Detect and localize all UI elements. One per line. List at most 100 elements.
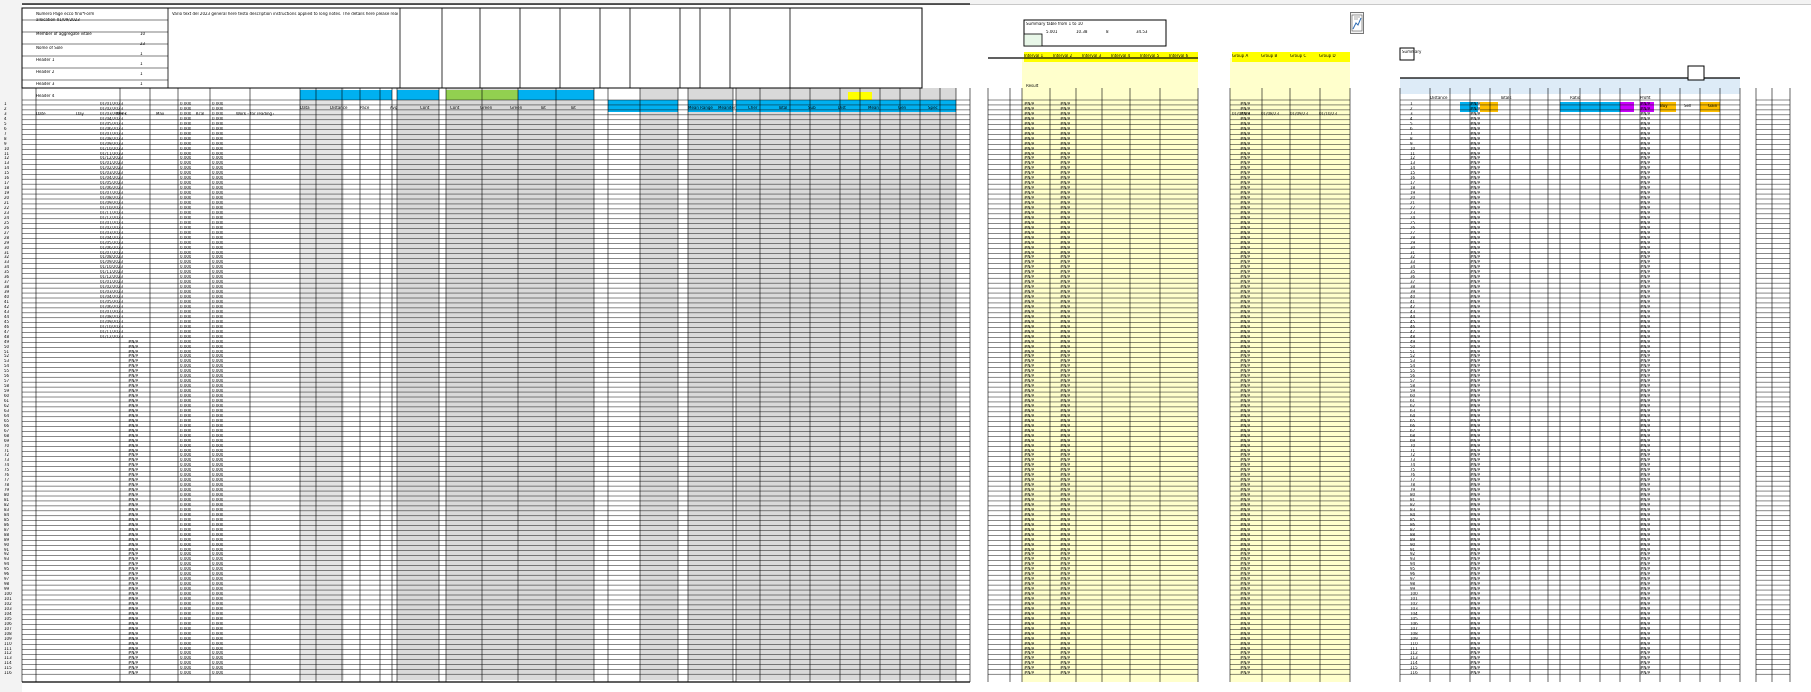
value-cell[interactable]: 0.000 [180, 334, 192, 339]
value-cell[interactable]: 0.000 [212, 191, 224, 196]
na-cell[interactable]: #N/A [1240, 542, 1251, 547]
na-cell[interactable]: #N/A [1470, 201, 1481, 205]
value-cell[interactable]: 0.000 [180, 319, 192, 324]
value-cell[interactable]: 0.000 [212, 220, 224, 225]
date-cell[interactable]: 01/12/2023 [100, 334, 124, 339]
value-cell[interactable]: 0.000 [180, 186, 192, 191]
row-number[interactable]: 27 [4, 230, 10, 235]
na-cell[interactable]: #N/A [1640, 626, 1651, 631]
value-cell[interactable]: 0.000 [212, 428, 224, 433]
na-cell[interactable]: #N/A [1640, 235, 1651, 240]
date-cell[interactable]: 01/08/2023 [100, 255, 124, 260]
index-cell[interactable]: 76 [1410, 473, 1416, 478]
column-header[interactable]: Total [778, 106, 788, 110]
na-cell[interactable]: #N/A [1640, 601, 1651, 606]
na-cell[interactable]: #N/A [1024, 240, 1035, 245]
na-cell[interactable]: #N/A [1470, 102, 1481, 106]
na-cell[interactable]: #N/A [1240, 384, 1251, 389]
na-cell[interactable]: #N/A [1240, 512, 1251, 517]
na-cell[interactable]: #N/A [1060, 111, 1071, 116]
na-cell[interactable]: #N/A [1240, 488, 1251, 493]
na-cell[interactable]: #N/A [1640, 394, 1651, 399]
value-cell[interactable]: 0.000 [180, 567, 192, 572]
index-cell[interactable]: 106 [1410, 621, 1418, 626]
na-cell[interactable]: #N/A [1640, 621, 1651, 626]
na-cell[interactable]: #N/A [1060, 126, 1071, 131]
na-cell[interactable]: #N/A [1640, 507, 1651, 512]
na-cell[interactable]: #N/A [1640, 102, 1651, 106]
value-cell[interactable]: 0.000 [212, 483, 224, 488]
na-cell[interactable]: #N/A [1060, 260, 1071, 265]
na-cell[interactable]: #N/A [1470, 403, 1481, 408]
value-cell[interactable]: 0.000 [212, 656, 224, 661]
row-number[interactable]: 6 [4, 126, 7, 131]
na-cell[interactable]: #N/A [1470, 582, 1481, 587]
na-cell[interactable]: #N/A [1640, 389, 1651, 394]
na-cell[interactable]: #N/A [1240, 394, 1251, 399]
row-number[interactable]: 52 [4, 354, 10, 359]
index-cell[interactable]: 99 [1410, 587, 1416, 592]
na-cell[interactable]: #N/A [1240, 364, 1251, 369]
na-cell[interactable]: #N/A [1060, 671, 1071, 676]
value-cell[interactable]: 0.000 [212, 379, 224, 384]
na-cell[interactable]: #N/A [1470, 235, 1481, 240]
na-cell[interactable]: #N/A [1640, 290, 1651, 295]
na-cell[interactable]: #N/A [1640, 176, 1651, 181]
na-cell[interactable]: #N/A [1024, 339, 1035, 344]
value-cell[interactable]: 0.000 [180, 636, 192, 641]
na-cell[interactable]: #N/A [1240, 334, 1251, 339]
value-cell[interactable]: 0.000 [180, 205, 192, 210]
row-number[interactable]: 82 [4, 502, 10, 507]
value-cell[interactable]: 0.000 [212, 344, 224, 349]
value-cell[interactable]: 0.000 [212, 601, 224, 606]
na-cell[interactable]: #N/A [1640, 300, 1651, 304]
index-cell[interactable]: 88 [1410, 532, 1416, 537]
na-cell[interactable]: #N/A [1024, 295, 1035, 300]
na-cell[interactable]: #N/A [128, 468, 139, 473]
column-header[interactable]: Tot [570, 106, 576, 110]
na-cell[interactable]: #N/A [1240, 359, 1251, 364]
title-row-label[interactable]: Header 1 [36, 58, 55, 62]
na-cell[interactable]: #N/A [1240, 344, 1251, 349]
na-cell[interactable]: #N/A [1060, 498, 1071, 502]
value-cell[interactable]: 0.000 [180, 156, 192, 161]
value-cell[interactable]: 0.000 [180, 344, 192, 349]
na-cell[interactable]: #N/A [128, 577, 139, 582]
date-cell[interactable]: 01/02/2023 [100, 225, 124, 230]
na-cell[interactable]: #N/A [1640, 522, 1651, 527]
na-cell[interactable]: #N/A [1060, 512, 1071, 517]
na-cell[interactable]: #N/A [1470, 418, 1481, 423]
na-cell[interactable]: #N/A [1024, 641, 1035, 646]
na-cell[interactable]: #N/A [1470, 651, 1481, 656]
na-cell[interactable]: #N/A [1060, 542, 1071, 547]
na-cell[interactable]: #N/A [1024, 334, 1035, 339]
na-cell[interactable]: #N/A [1240, 641, 1251, 646]
row-number[interactable]: 112 [4, 651, 12, 656]
index-cell[interactable]: 70 [1410, 443, 1416, 448]
na-cell[interactable]: #N/A [1640, 458, 1651, 463]
na-cell[interactable]: #N/A [1024, 661, 1035, 666]
row-number[interactable]: 102 [4, 601, 12, 606]
column-header[interactable]: Cont [420, 106, 430, 110]
na-cell[interactable]: #N/A [1470, 324, 1481, 329]
na-cell[interactable]: #N/A [1060, 181, 1071, 186]
value-cell[interactable]: 0.000 [212, 166, 224, 171]
value-cell[interactable]: 0.000 [212, 641, 224, 646]
column-header[interactable]: Mean Range [688, 106, 713, 110]
na-cell[interactable]: #N/A [1240, 438, 1251, 443]
row-number[interactable]: 29 [4, 240, 10, 245]
na-cell[interactable]: #N/A [1240, 592, 1251, 597]
column-header[interactable]: Green [480, 106, 493, 110]
na-cell[interactable]: #N/A [1240, 324, 1251, 329]
na-cell[interactable]: #N/A [1470, 369, 1481, 374]
na-cell[interactable]: #N/A [1640, 443, 1651, 448]
value-cell[interactable]: 0.000 [180, 418, 192, 423]
na-cell[interactable]: #N/A [1060, 488, 1071, 493]
index-cell[interactable]: 111 [1410, 646, 1418, 651]
value-cell[interactable]: 0.000 [180, 651, 192, 656]
na-cell[interactable]: #N/A [1640, 245, 1651, 250]
na-cell[interactable]: #N/A [128, 448, 139, 453]
value-cell[interactable]: 0.000 [212, 463, 224, 468]
na-cell[interactable]: #N/A [1024, 408, 1035, 413]
